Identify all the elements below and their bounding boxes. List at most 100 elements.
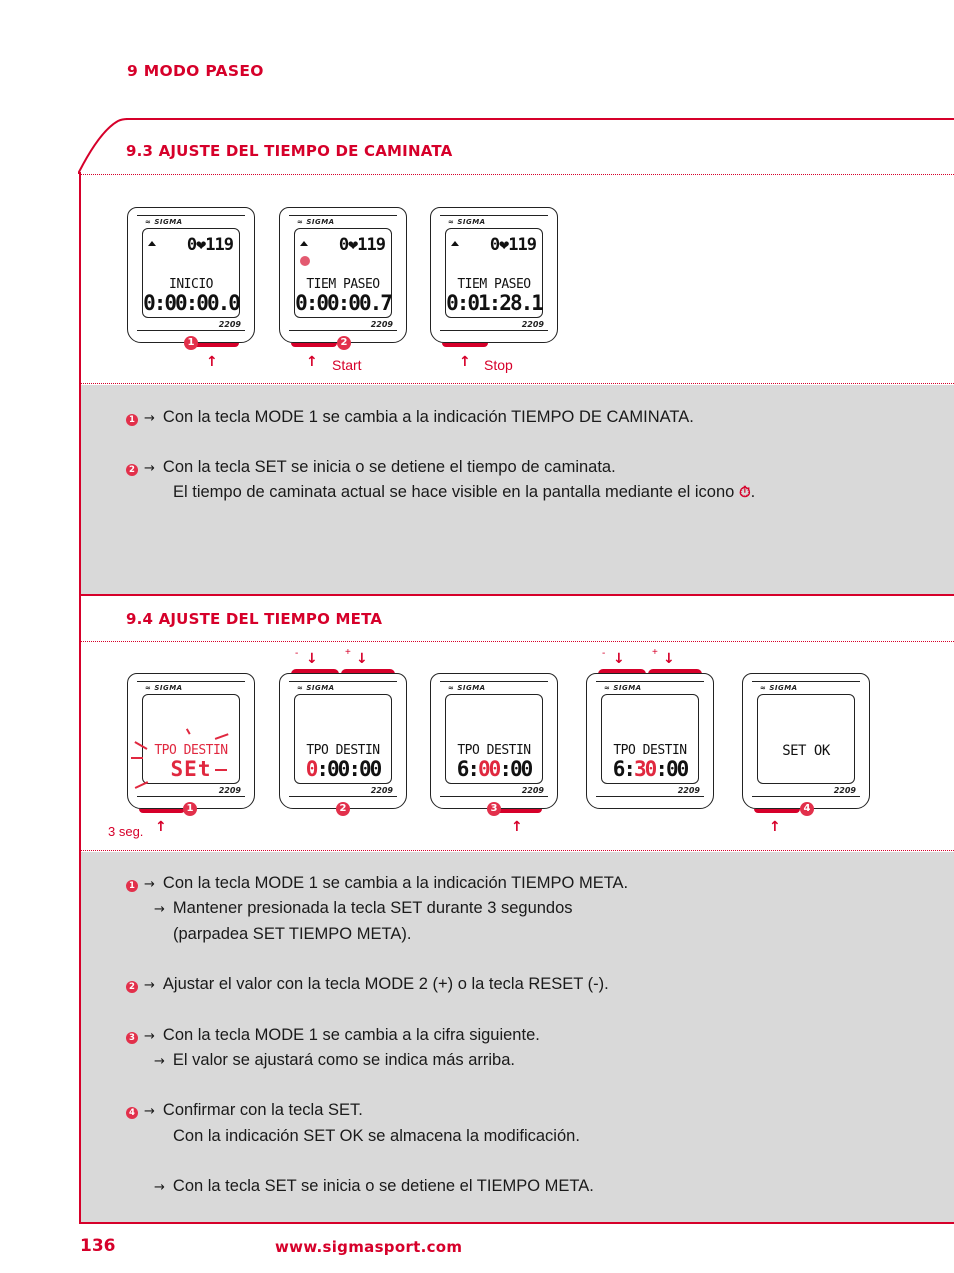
device-bottom-line bbox=[752, 796, 860, 797]
mode1-button[interactable] bbox=[496, 809, 542, 813]
model-number: 2209 bbox=[677, 786, 700, 795]
device-top-line bbox=[440, 681, 548, 682]
set-button[interactable] bbox=[139, 809, 185, 813]
altitude-icon bbox=[300, 241, 308, 246]
device-bottom-line bbox=[289, 330, 397, 331]
instruction-text: Con la tecla MODE 1 se cambia a la indic… bbox=[162, 408, 694, 426]
stop-label: Stop bbox=[484, 357, 513, 373]
instruction-text: Con la tecla SET se inicia o se detiene … bbox=[162, 458, 616, 476]
device-bottom-line bbox=[440, 796, 548, 797]
up-arrow-icon: ↑ bbox=[155, 819, 167, 835]
lcd-label: INICIO bbox=[169, 277, 213, 292]
device-top-line bbox=[289, 681, 397, 682]
sigma-logo: SIGMA bbox=[604, 684, 642, 692]
device-top-line bbox=[752, 681, 860, 682]
model-number: 2209 bbox=[370, 786, 393, 795]
mode1-button[interactable] bbox=[193, 343, 239, 347]
lcd-label: TIEM PASEO bbox=[457, 277, 531, 292]
lcd-value-rest: :00 bbox=[499, 757, 533, 781]
arrow-icon: → bbox=[144, 1029, 155, 1044]
set-button[interactable] bbox=[291, 343, 337, 347]
plus-label: + bbox=[345, 647, 351, 658]
step-badge: 3 bbox=[126, 1032, 138, 1044]
arrow-icon: → bbox=[144, 978, 155, 993]
instruction-text: . bbox=[750, 483, 756, 501]
lcd-screen: 0❤119 TIEM PASEO 0:00:00.7 bbox=[294, 228, 393, 318]
step-badge: 1 bbox=[126, 414, 138, 426]
lcd-value-highlight: 0 bbox=[305, 757, 319, 781]
device-tpo-destin-set: SIGMA TPO DESTIN SEt 2209 1 bbox=[127, 667, 255, 816]
lcd-label: SET OK bbox=[782, 743, 830, 759]
section-heading-9-4: 9.4 AJUSTE DEL TIEMPO META bbox=[126, 610, 383, 628]
device-top-line bbox=[137, 215, 245, 216]
frame-corner bbox=[78, 118, 129, 174]
plus-label: + bbox=[652, 647, 658, 658]
up-arrow-icon: ↑ bbox=[306, 354, 318, 370]
dotted-divider bbox=[81, 174, 954, 175]
instruction-9-4-step1: 1→Con la tecla MODE 1 se cambia a la ind… bbox=[126, 874, 628, 893]
device-top-line bbox=[137, 681, 245, 682]
minus-label: - bbox=[295, 648, 299, 659]
website-link[interactable]: www.sigmasport.com bbox=[275, 1238, 463, 1256]
frame-top-rule bbox=[126, 118, 954, 120]
set-button[interactable] bbox=[754, 809, 800, 813]
arrow-icon: → bbox=[154, 1054, 165, 1069]
device-top-line bbox=[440, 215, 548, 216]
lcd-value: 0:00:00.7 bbox=[295, 291, 393, 315]
frame-bottom-rule bbox=[79, 1222, 954, 1224]
altitude-icon bbox=[148, 241, 156, 246]
mode2-button[interactable] bbox=[341, 669, 395, 674]
device-tiem-paseo-stop: SIGMA 0❤119 TIEM PASEO 0:01:28.1 2209 bbox=[430, 201, 558, 347]
reset-button[interactable] bbox=[598, 669, 646, 674]
up-arrow-icon: ↑ bbox=[769, 819, 781, 835]
lcd-label: TPO DESTIN bbox=[457, 743, 531, 758]
sigma-logo: SIGMA bbox=[145, 684, 183, 692]
lcd-screen: SET OK bbox=[757, 694, 855, 784]
arrow-icon: → bbox=[144, 461, 155, 476]
lcd-value-rest: :00 bbox=[655, 757, 689, 781]
sigma-logo: SIGMA bbox=[297, 218, 335, 226]
step-badge: 1 bbox=[183, 802, 197, 816]
instruction-9-3-step2: 2→Con la tecla SET se inicia o se detien… bbox=[126, 458, 616, 477]
section-heading-9-3: 9.3 AJUSTE DEL TIEMPO DE CAMINATA bbox=[126, 142, 453, 160]
arrow-icon: → bbox=[154, 902, 165, 917]
device-bottom-line bbox=[596, 796, 704, 797]
arrow-icon: → bbox=[154, 1180, 165, 1195]
page-number: 136 bbox=[80, 1236, 116, 1256]
lcd-value: SEt bbox=[170, 757, 212, 781]
instruction-text: (parpadea SET TIEMPO META). bbox=[173, 925, 412, 943]
instruction-9-3-step2-cont: El tiempo de caminata actual se hace vis… bbox=[173, 483, 755, 502]
stopwatch-icon: ⏱ bbox=[738, 483, 751, 501]
down-arrow-icon: ↓ bbox=[663, 651, 675, 667]
set-button[interactable] bbox=[442, 343, 488, 347]
step-badge: 4 bbox=[800, 802, 814, 816]
instruction-9-3-step1: 1→Con la tecla MODE 1 se cambia a la ind… bbox=[126, 408, 694, 427]
lcd-heart-rate: 0❤119 bbox=[489, 235, 537, 255]
altitude-icon bbox=[451, 241, 459, 246]
model-number: 2209 bbox=[833, 786, 856, 795]
device-bottom-line bbox=[137, 796, 245, 797]
lcd-label: TPO DESTIN bbox=[306, 743, 380, 758]
device-top-line bbox=[289, 215, 397, 216]
arrow-icon: → bbox=[144, 877, 155, 892]
mode2-button[interactable] bbox=[648, 669, 702, 674]
device-tpo-destin-hours: SIGMA TPO DESTIN 0:00:00 2209 2 bbox=[279, 667, 407, 816]
device-bottom-line bbox=[137, 330, 245, 331]
lcd-screen: TPO DESTIN 0:00:00 bbox=[294, 694, 392, 784]
lcd-value: 0:01:28.1 bbox=[446, 291, 544, 315]
model-number: 2209 bbox=[218, 320, 241, 329]
instruction-text: Con la indicación SET OK se almacena la … bbox=[173, 1127, 580, 1145]
section-divider bbox=[81, 594, 954, 596]
reset-button[interactable] bbox=[291, 669, 339, 674]
device-tiem-paseo-start: SIGMA 0❤119 TIEM PASEO 0:00:00.7 2209 2 bbox=[279, 201, 407, 350]
instruction-9-4-final: →Con la tecla SET se inicia o se detiene… bbox=[148, 1177, 594, 1196]
lcd-value: 0:00:00 bbox=[295, 757, 391, 781]
model-number: 2209 bbox=[521, 320, 544, 329]
stopwatch-icon bbox=[300, 256, 310, 266]
arrow-icon: → bbox=[144, 1104, 155, 1119]
lcd-value: 6:00:00 bbox=[446, 757, 542, 781]
up-arrow-icon: ↑ bbox=[459, 354, 471, 370]
device-bottom-line bbox=[289, 796, 397, 797]
down-arrow-icon: ↓ bbox=[356, 651, 368, 667]
step-badge: 2 bbox=[337, 336, 351, 350]
